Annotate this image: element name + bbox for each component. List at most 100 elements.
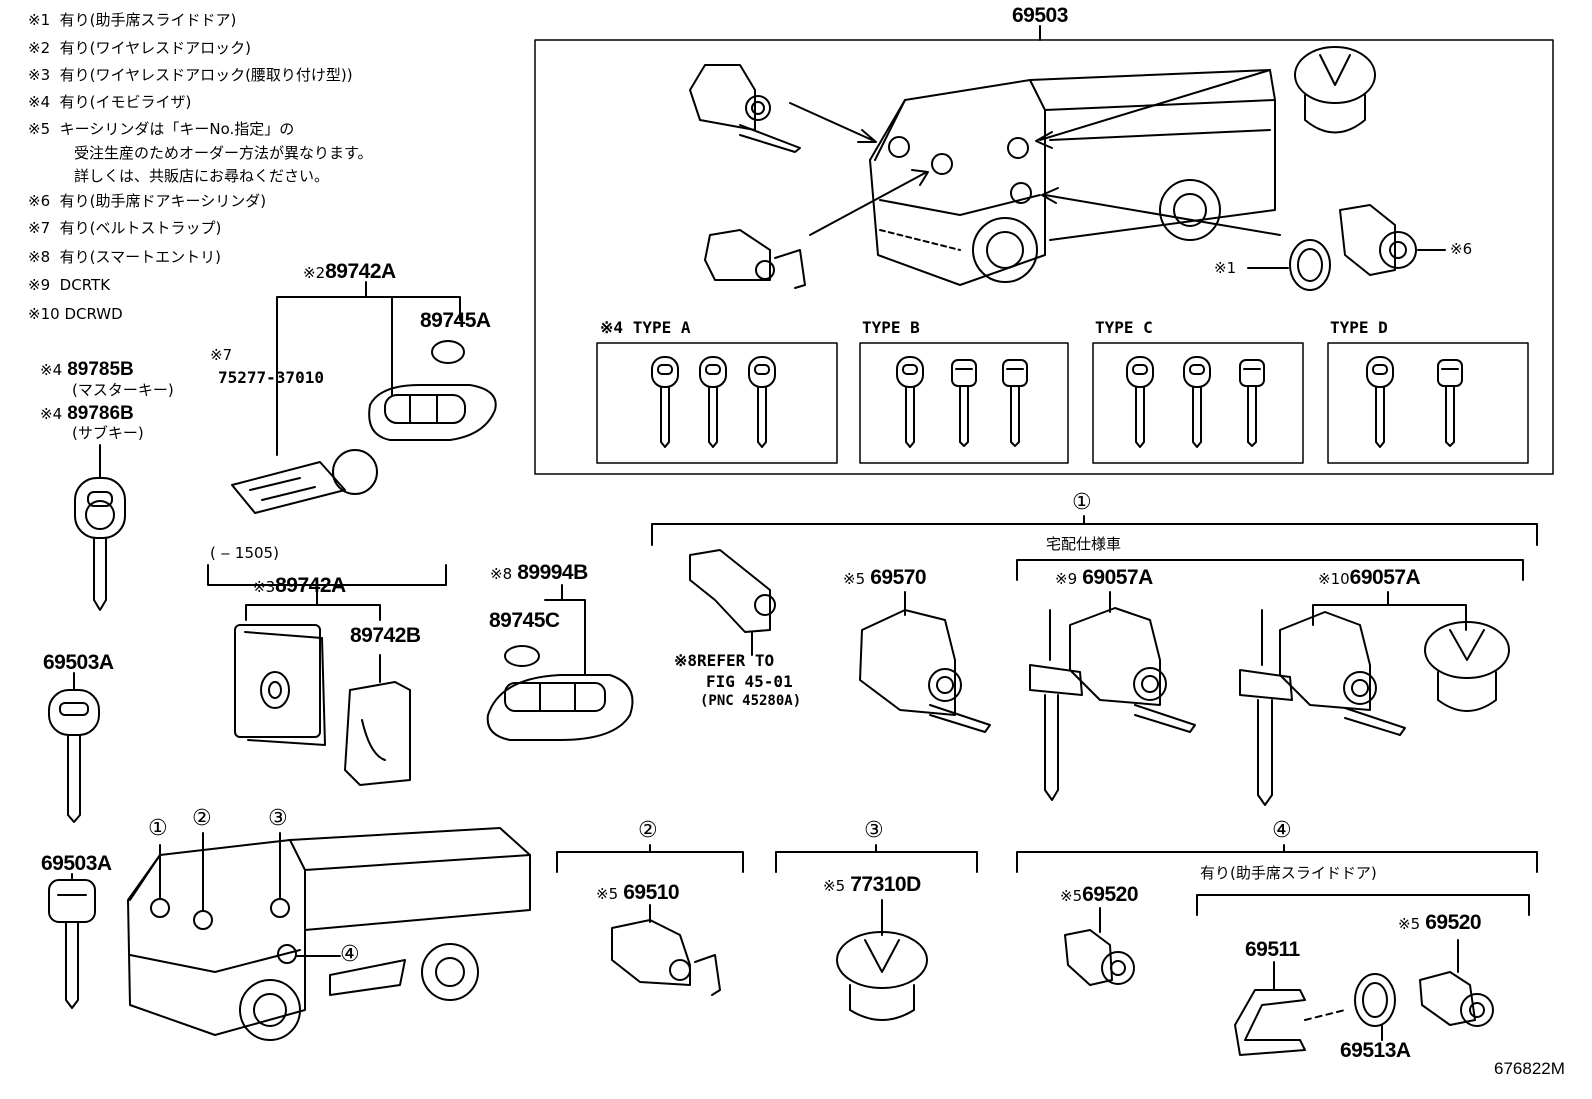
marker-4 [1010,182,1032,204]
ignition-illustration-refer [689,549,776,656]
cylinder-illustration-2 [704,229,806,289]
locator-truck-illustration [127,827,531,1041]
note-2: ※2 有り(ワイヤレスドアロック) [28,39,251,57]
key-69503a-1-illustration [48,672,100,823]
cylinder-69520-slide-illustration [1419,939,1494,1027]
part-69520-label: ※569520 [1060,883,1139,906]
smart-89994b-label: ※8 89994B [490,561,588,584]
locator-label-2: ② [192,806,212,831]
main-truck-illustration [869,69,1276,286]
master-key-label: ※4 89785B [40,359,134,380]
part-69057a-10-label: ※1069057A [1318,566,1421,589]
note-9: ※9 DCRTK [28,276,111,294]
case-89742b-illustration [344,654,411,786]
locator-marker-2 [193,910,213,930]
cap-69057a-illustration [1424,621,1510,712]
locator-marker-4 [277,944,297,964]
mark-1-label: ※1 [1214,259,1237,277]
ring-illustration-1 [1289,239,1331,291]
cylinder-69510-illustration [611,904,721,996]
bracket-89742a-3 [245,591,381,621]
range-label: ( ‒ 1505) [210,544,279,562]
battery-89745a-illustration [431,340,465,364]
note-5-cont-1: 受注生産のためオーダー方法が異なります。 [74,144,373,162]
bracket-89994b [544,584,586,676]
cylinder-69057a-9-illustration [1029,591,1196,801]
bracket-69057a-10 [1312,591,1467,631]
locator-label-1: ① [148,816,168,841]
type-c-frame [1092,342,1304,464]
transmitter-89742a-label: ※289742A [303,260,396,283]
bracket-takuhai [1016,559,1524,581]
ring-69513a-illustration [1354,973,1396,1027]
master-key-name: (マスターキー) [72,381,174,399]
note-10: ※10 DCRWD [28,305,123,323]
group-1-circle: ① [1072,490,1092,515]
note-8: ※8 有り(スマートエントリ) [28,248,221,266]
refer-line-2: FIG 45-01 [706,672,793,691]
bracket-89742a [276,281,461,456]
note-5-cont-2: 詳しくは、共販店にお尋ねください。 [74,167,330,185]
type-d-frame [1327,342,1529,464]
battery-89745c-illustration [504,645,540,667]
part-77310d-label: ※5 77310D [823,873,921,896]
bracket-slide-door [1196,894,1530,916]
type-a-frame [596,342,838,464]
cylinder-illustration-1 [689,64,801,153]
type-b-label: TYPE B [862,318,920,337]
note-1: ※1 有り(助手席スライドドア) [28,11,237,29]
refer-line-3: (PNC 45280A) [700,693,802,709]
refer-line-1: ※8REFER TO [674,651,775,670]
part-number-89742b: 89742B [350,624,421,647]
sub-key-label: ※4 89786B [40,403,134,424]
note-6: ※6 有り(助手席ドアキーシリンダ) [28,192,267,210]
strap-mark: ※7 [210,346,233,364]
slide-door-title: 有り(助手席スライドドア) [1200,864,1377,882]
set-69503-frame [534,39,1554,475]
strap-illustration [231,449,378,514]
arrow-2 [809,169,929,236]
bracket-group-1 [651,523,1538,546]
type-a-label: ※4 TYPE A [600,318,691,337]
locator-label-3: ③ [268,806,288,831]
group-1-title: 宅配仕様車 [1046,535,1122,553]
part-69520-slide-label: ※5 69520 [1398,911,1482,934]
key-69503a-2-illustration [48,873,96,1009]
type-c-label: TYPE C [1095,318,1153,337]
part-number-69511: 69511 [1245,938,1300,961]
bracket-group-2 [556,851,744,873]
sub-key-name: (サブキー) [72,424,144,442]
figure-id: 676822M [1494,1059,1565,1078]
cylinder-69520-illustration [1064,907,1135,986]
bracket-69511-illustration [1234,961,1346,1056]
part-number-69513a: 69513A [1340,1039,1411,1062]
cylinder-69570-illustration [859,591,991,733]
group-3-circle: ③ [864,818,884,843]
locator-marker-1 [150,898,170,918]
part-69510-label: ※5 69510 [596,881,680,904]
note-7: ※7 有り(ベルトストラップ) [28,219,222,237]
group-2-circle: ② [638,818,658,843]
bracket-group-4 [1016,851,1538,873]
cylinder-illustration-6 [1339,204,1417,276]
mark-6-label: ※6 [1450,240,1473,258]
part-number-69503a-1: 69503A [43,651,114,674]
cylinder-69057a-10-illustration [1239,609,1406,806]
part-number-75277-37010: 75277-37010 [218,368,324,387]
type-b-frame [859,342,1069,464]
bracket-range [207,564,447,586]
group-4-circle: ④ [1272,818,1292,843]
marker-2 [931,153,953,175]
marker-3 [1007,137,1029,159]
part-number-69503a-2: 69503A [41,852,112,875]
bracket-group-3 [775,851,978,873]
part-number-89745a: 89745A [420,309,491,332]
transmitter-89742a-3-label: ※389742A [253,574,346,597]
type-d-label: TYPE D [1330,318,1388,337]
note-4: ※4 有り(イモビライザ) [28,93,192,111]
marker-1 [888,136,910,158]
cap-illustration-1 [1294,46,1376,134]
cap-77310d-illustration [836,899,928,1021]
part-number-89745c: 89745C [489,609,560,632]
